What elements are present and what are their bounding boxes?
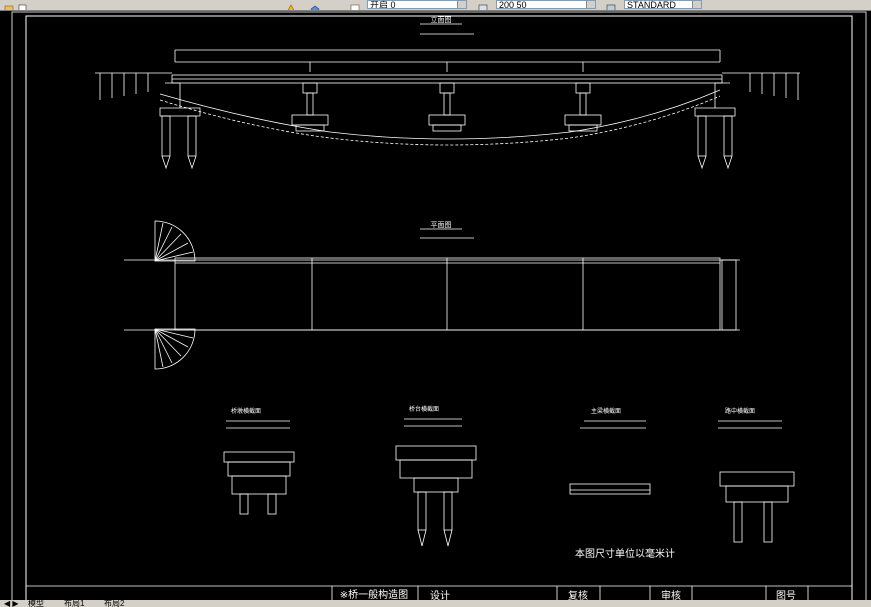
color-icon[interactable] (350, 0, 360, 10)
drawing-frame (11, 11, 867, 600)
scale-combo[interactable]: 200 50 (496, 0, 596, 9)
tab-layout2[interactable]: 布局2 (104, 600, 125, 607)
scale-combo-value: 200 50 (499, 0, 527, 9)
drawing-no-label: 图号 (776, 590, 796, 600)
layer-combo-value: 开启 0 (370, 0, 396, 9)
section-title-abutment: 桥台横截面 (409, 405, 439, 413)
section-title-midspan: 路中横截面 (725, 407, 755, 415)
section-pier: 桥墩横截面 (223, 407, 295, 515)
plan-title: 平面图 (431, 221, 452, 229)
chevron-down-icon[interactable] (586, 1, 595, 8)
properties-icon[interactable] (18, 0, 28, 10)
layer-manager-icon[interactable] (286, 0, 296, 10)
elevation-title: 立面图 (431, 15, 452, 24)
section-title-pier: 桥墩横截面 (231, 407, 261, 415)
review-label: 审核 (661, 589, 681, 600)
style-combo-value: STANDARD (627, 0, 676, 9)
check-label: 复核 (568, 589, 588, 600)
section-title-girder: 主梁横截面 (591, 407, 621, 415)
text-style-icon[interactable] (478, 0, 488, 10)
design-label: 设计 (430, 589, 450, 600)
tab-layout1[interactable]: 布局1 (64, 600, 85, 607)
open-file-icon[interactable] (4, 0, 14, 10)
layer-combo[interactable]: 开启 0 (367, 0, 467, 9)
plan-view: 平面图 (124, 220, 740, 370)
drawing-canvas[interactable]: 立面图 (0, 10, 871, 600)
section-abutment: 桥台横截面 (395, 405, 477, 547)
units-note: 本图尺寸单位以毫米计 (575, 547, 675, 560)
drawing-name: ※桥一般构造图 (340, 588, 408, 600)
chevron-down-icon[interactable] (692, 1, 701, 8)
chevron-down-icon[interactable] (457, 1, 466, 8)
section-girder: 主梁横截面 (569, 407, 651, 495)
title-block: ※桥一般构造图 设计 复核 审核 图号 (331, 586, 809, 600)
layout-tabs-bar: ◀ ▶ 模型 布局1 布局2 (0, 600, 871, 607)
tab-model[interactable]: 模型 (28, 600, 44, 607)
toolbar: 开启 0 200 50 STANDARD (0, 0, 871, 11)
layer-state-icon[interactable] (310, 0, 320, 10)
tab-nav-arrows[interactable]: ◀ ▶ (4, 600, 19, 607)
elevation-view: 立面图 (95, 15, 800, 170)
dim-style-icon[interactable] (606, 0, 616, 10)
section-midspan: 路中横截面 (718, 407, 795, 543)
style-combo[interactable]: STANDARD (624, 0, 702, 9)
